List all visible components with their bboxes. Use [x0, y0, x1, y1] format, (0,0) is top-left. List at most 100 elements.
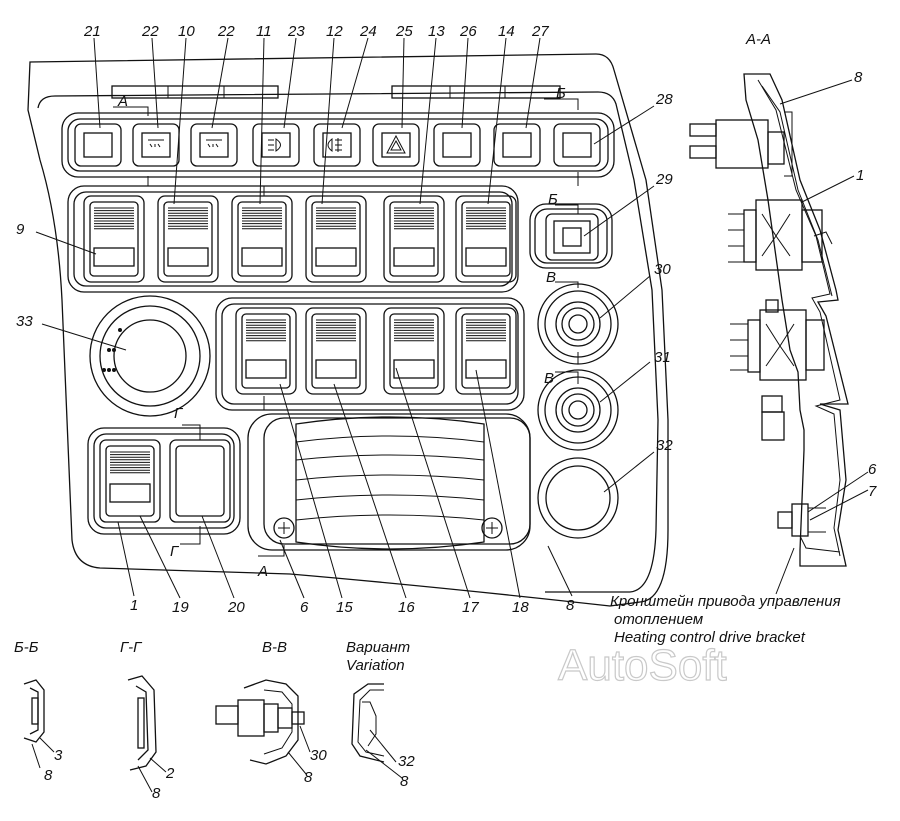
- hazard-warning-icon: [386, 134, 406, 154]
- callout-32: 32: [656, 437, 673, 454]
- rear-fog-lamp-icon: [148, 139, 164, 148]
- callout-23: 23: [287, 23, 305, 40]
- button-26: [433, 123, 481, 167]
- callout-24: 24: [359, 23, 377, 40]
- section-g-g-label-2: 2: [165, 765, 175, 782]
- callout-30: 30: [654, 261, 671, 278]
- section-mark-b-top: Б: [556, 85, 566, 102]
- rocker-row2-1: [235, 307, 297, 395]
- section-a-a-label-6: 6: [868, 461, 877, 478]
- rocker-switch-row-1: [83, 195, 517, 283]
- rocker-row1-6: [455, 195, 517, 283]
- section-v-v: В-В 30 8: [215, 639, 327, 786]
- button-21: [74, 123, 122, 167]
- variant-title-ru: Вариант: [346, 639, 410, 656]
- front-fog-lamp-icon: [206, 139, 222, 148]
- callout-26: 26: [459, 23, 477, 40]
- callout-25: 25: [395, 23, 413, 40]
- callout-31: 31: [654, 349, 671, 366]
- callout-11: 11: [256, 23, 272, 40]
- section-a-a: А-А 8 1: [689, 31, 877, 595]
- button-25: [372, 123, 420, 167]
- button-23: [252, 123, 300, 167]
- headlamp-icon: [268, 138, 281, 152]
- rocker-row2-3: [383, 307, 445, 395]
- button-24: [313, 123, 361, 167]
- callout-18: 18: [512, 599, 529, 616]
- callout-17: 17: [462, 599, 479, 616]
- section-mark-a-top: А: [117, 93, 128, 110]
- section-b-b-title: Б-Б: [14, 639, 39, 656]
- caption-ru-line-1: Кронштейн привода управления: [610, 593, 841, 610]
- callout-22-a: 22: [141, 23, 159, 40]
- caption-ru-line-2: отоплением: [614, 611, 703, 628]
- callout-12: 12: [326, 23, 343, 40]
- section-a-a-label-1: 1: [856, 167, 864, 184]
- button-22-b: [190, 123, 238, 167]
- callout-15: 15: [336, 599, 353, 616]
- switch-20: [169, 439, 231, 523]
- section-mark-g-bot: Г: [170, 543, 180, 560]
- section-mark-b-mid: Б: [548, 191, 558, 208]
- callout-8: 8: [566, 597, 575, 614]
- switch-19: [99, 439, 161, 523]
- callout-28: 28: [655, 91, 673, 108]
- button-28: [553, 123, 601, 167]
- callout-16: 16: [398, 599, 415, 616]
- rocker-row1-1: [83, 195, 145, 283]
- watermark-text: AutoSoft: [558, 641, 727, 690]
- callout-29: 29: [655, 171, 673, 188]
- callout-6: 6: [300, 599, 309, 616]
- button-29: [545, 213, 599, 261]
- callout-22-b: 22: [217, 23, 235, 40]
- section-mark-g-top: Г: [174, 405, 184, 422]
- variant-title-en: Variation: [346, 657, 405, 674]
- main-panel: [27, 53, 669, 607]
- section-v-v-title: В-В: [262, 639, 287, 656]
- section-lines: [113, 98, 579, 557]
- callout-20: 20: [227, 599, 245, 616]
- rocker-row1-3: [231, 195, 293, 283]
- callout-19: 19: [172, 599, 189, 616]
- callout-1: 1: [130, 597, 138, 614]
- rocker-row2-4: [455, 307, 517, 395]
- fog-lamp-icon: [327, 137, 342, 153]
- callout-13: 13: [428, 23, 445, 40]
- variant-section: Вариант Variation 32 8: [346, 639, 415, 790]
- variant-label-32: 32: [398, 753, 415, 770]
- caption-en: Heating control drive bracket: [614, 629, 806, 646]
- callout-numbers: 21 22 10 22 11 23 12 24 25 13 26 14 27 2…: [16, 23, 673, 616]
- callout-21: 21: [83, 23, 101, 40]
- rocker-row2-2: [305, 307, 367, 395]
- callout-14: 14: [498, 23, 515, 40]
- button-27: [493, 123, 541, 167]
- leader-lines: [35, 37, 655, 599]
- section-g-g-label-8: 8: [152, 785, 161, 802]
- section-b-b-label-8: 8: [44, 767, 53, 784]
- section-g-g-title: Г-Г: [120, 639, 143, 656]
- section-mark-v-top: В: [546, 269, 556, 286]
- callout-9: 9: [16, 221, 25, 238]
- rocker-row1-4: [305, 195, 367, 283]
- callout-27: 27: [531, 23, 549, 40]
- rocker-switch-row-2: [235, 307, 517, 395]
- variant-label-8: 8: [400, 773, 409, 790]
- top-button-row: [74, 123, 601, 167]
- section-b-b: Б-Б 3 8: [14, 639, 63, 784]
- section-a-a-title: А-А: [745, 31, 771, 48]
- air-vent: [273, 416, 503, 550]
- section-g-g: Г-Г 2 8: [120, 639, 175, 802]
- section-mark-v-bot: В: [544, 370, 554, 387]
- section-a-a-label-7: 7: [868, 483, 877, 500]
- section-b-b-label-3: 3: [54, 747, 63, 764]
- callout-10: 10: [178, 23, 195, 40]
- plug-32: [537, 457, 619, 539]
- button-22-a: [132, 123, 180, 167]
- heater-knob-dots: [102, 328, 122, 372]
- section-mark-a-bot: А: [257, 563, 268, 580]
- callout-33: 33: [16, 313, 33, 330]
- rocker-row1-2: [157, 195, 219, 283]
- section-v-v-label-30: 30: [310, 747, 327, 764]
- section-a-a-label-8: 8: [854, 69, 863, 86]
